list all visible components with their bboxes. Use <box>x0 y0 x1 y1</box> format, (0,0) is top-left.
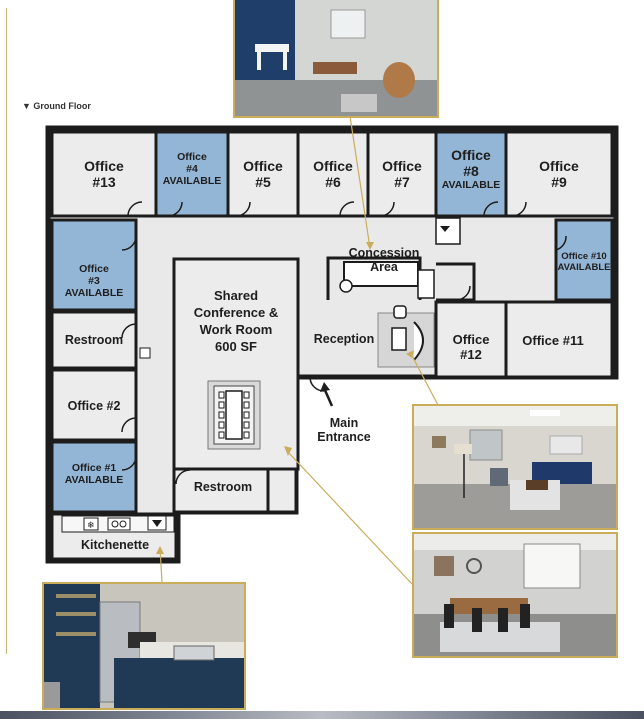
office-13-number: #13 <box>92 174 116 190</box>
main-entrance-label: Main Entrance <box>308 410 380 450</box>
kitchenette-label: Kitchenette <box>80 537 150 552</box>
office-7-number: #7 <box>394 174 410 190</box>
office-2-label: Office #2 <box>67 398 121 413</box>
office-4-label: Office #4 AVAILABLE <box>156 145 228 193</box>
conference-line3: Work Room <box>199 322 273 337</box>
reception-photo <box>412 404 618 530</box>
office-11-label: Office #11 <box>522 332 584 348</box>
office-12-label: Office #12 <box>436 328 506 368</box>
office-9-name: Office <box>539 157 579 174</box>
office-6-label: Office #6 <box>298 150 368 198</box>
office-8-name: Office <box>451 146 491 163</box>
office-10-label: Office #10 AVAILABLE <box>556 246 612 280</box>
office-5-number: #5 <box>255 174 271 190</box>
office-3-number: #3 <box>88 274 100 287</box>
office-8-status: AVAILABLE <box>441 179 501 192</box>
office-1-label: Office #1 AVAILABLE <box>52 456 136 492</box>
office-9-room <box>504 130 614 218</box>
page-edge-line <box>6 8 7 654</box>
office-13-label: Office #13 <box>52 150 156 198</box>
office-7-room <box>366 130 438 218</box>
office-6-room <box>296 130 370 218</box>
office-4-number: #4 <box>186 162 198 175</box>
office-7-name: Office <box>382 157 422 174</box>
office-photo <box>233 0 439 118</box>
svg-text:❄: ❄ <box>87 520 95 530</box>
office-1-status: AVAILABLE <box>64 474 124 486</box>
office-8-number: #8 <box>463 162 479 179</box>
kitchenette-photo <box>42 582 246 710</box>
office-9-label: Office #9 <box>506 150 612 198</box>
office-5-label: Office #5 <box>228 150 298 198</box>
office-5-room <box>226 130 300 218</box>
office-4-name: Office <box>177 150 207 163</box>
footer-band <box>0 711 644 719</box>
restroom-left-room <box>50 310 138 370</box>
concession-label: Concession Area <box>342 241 426 279</box>
office-12-name: Office <box>452 332 490 348</box>
office-11-room <box>504 300 614 379</box>
office-7-label: Office #7 <box>368 150 436 198</box>
reception-photo-image <box>414 406 616 528</box>
conference-line1: Shared <box>213 288 259 304</box>
office-3-label: Office #3 AVAILABLE <box>52 256 136 306</box>
office-9-number: #9 <box>551 174 567 190</box>
main-entrance-line1: Main <box>329 415 359 430</box>
office-1-name: Office #1 <box>71 461 117 474</box>
conference-photo <box>412 532 618 658</box>
office-1-room <box>50 440 138 514</box>
conference-line2: Conference & <box>193 305 279 321</box>
restroom-bottom-label: Restroom <box>193 479 253 494</box>
office-12-number: #12 <box>460 347 482 362</box>
office-13-name: Office <box>84 157 124 174</box>
office-6-number: #6 <box>325 174 341 190</box>
office-10-name: Office #10 <box>561 251 607 263</box>
office-3-name: Office <box>79 262 109 275</box>
office-5-name: Office <box>243 157 283 174</box>
conference-line4: 600 SF <box>215 338 257 354</box>
conference-label: Shared Conference & Work Room 600 SF <box>176 284 296 360</box>
reception-label: Reception <box>313 331 375 346</box>
office-4-status: AVAILABLE <box>162 175 222 188</box>
office-3-status: AVAILABLE <box>64 287 124 300</box>
office-8-label: Office #8 AVAILABLE <box>436 138 506 200</box>
concession-line2: Area <box>370 260 398 274</box>
kitchenette-photo-image <box>44 584 244 708</box>
main-entrance-line2: Entrance <box>317 430 371 444</box>
office-10-status: AVAILABLE <box>557 262 611 273</box>
restroom-bottom-room <box>172 467 270 514</box>
office-3-room <box>50 218 138 312</box>
restroom-left-label: Restroom <box>64 332 124 347</box>
floor-label: ▼ Ground Floor <box>22 101 91 111</box>
office-photo-image <box>235 0 437 116</box>
office-4-room <box>154 130 230 218</box>
office-10-room <box>554 218 614 302</box>
office-6-name: Office <box>313 157 353 174</box>
conference-photo-image <box>414 534 616 656</box>
concession-line1: Concession <box>348 245 420 260</box>
entrance-arrow-icon <box>320 382 334 407</box>
